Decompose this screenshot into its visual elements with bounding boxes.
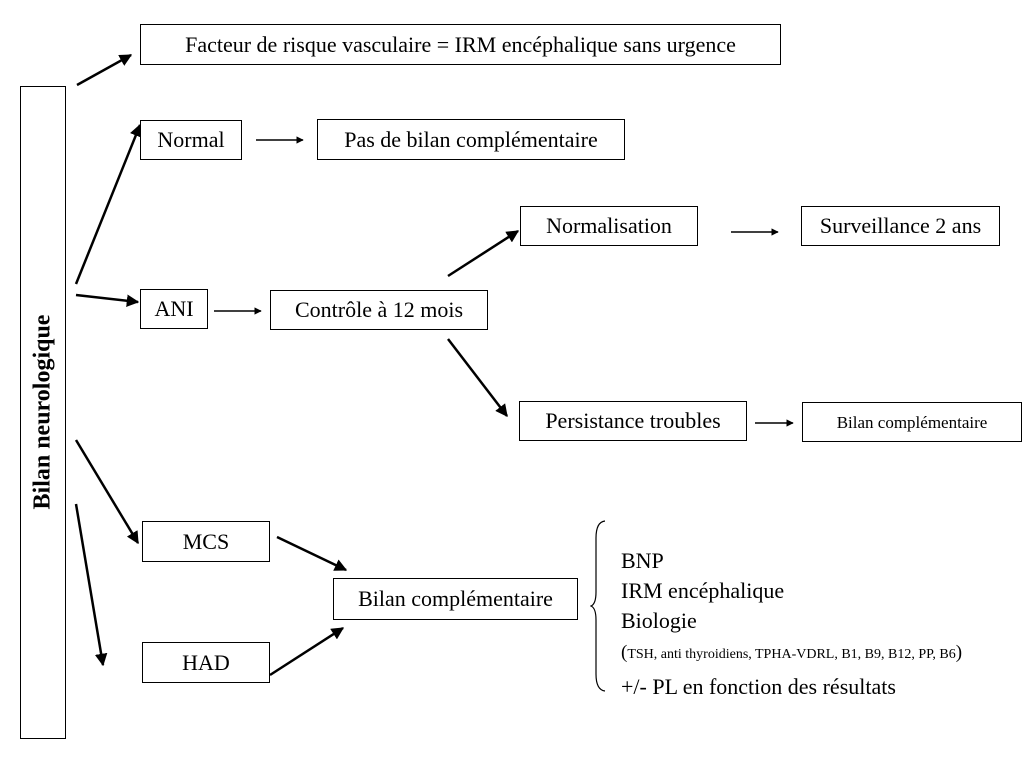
node-workup: Bilan complémentaire	[333, 578, 578, 620]
arrow-root-to-vascular	[76, 53, 133, 87]
arrow-control-to-persistence	[447, 338, 508, 417]
node-surveillance-2-years: Surveillance 2 ans	[801, 206, 1000, 246]
list-item-bnp: BNP	[621, 548, 664, 573]
list-brace	[590, 520, 606, 692]
node-workup-after-persistence: Bilan complémentaire	[802, 402, 1022, 442]
detail-open-paren: (	[621, 642, 628, 663]
node-vascular-risk: Facteur de risque vasculaire = IRM encép…	[140, 24, 781, 65]
list-item-biology: Biologie	[621, 608, 697, 633]
list-item-biology-detail: (TSH, anti thyroidiens, TPHA-VDRL, B1, B…	[621, 636, 1021, 672]
node-ani: ANI	[140, 289, 208, 329]
arrow-root-to-mcs	[74, 439, 140, 545]
list-item-pl-note: +/- PL en fonction des résultats	[621, 674, 896, 699]
arrow-root-to-normal	[74, 123, 142, 285]
arrow-root-to-ani	[75, 293, 140, 307]
node-normal: Normal	[140, 120, 242, 160]
node-control-12-months: Contrôle à 12 mois	[270, 290, 488, 330]
detail-text: TSH, anti thyroidiens, TPHA-VDRL, B1, B9…	[627, 647, 956, 662]
node-no-workup: Pas de bilan complémentaire	[317, 119, 625, 160]
node-persistence-troubles: Persistance troubles	[519, 401, 747, 441]
root-node-box	[20, 86, 66, 739]
arrow-had-to-workup	[269, 626, 345, 677]
node-normalisation: Normalisation	[520, 206, 698, 246]
detail-close-paren: )	[955, 642, 963, 663]
arrow-root-to-had	[74, 503, 108, 667]
list-item-brain-mri: IRM encéphalique	[621, 578, 785, 603]
node-mcs: MCS	[142, 521, 270, 562]
arrow-mcs-to-workup	[276, 535, 348, 572]
workup-details-list: BNP IRM encéphalique Biologie (TSH, anti…	[621, 546, 1021, 702]
node-had: HAD	[142, 642, 270, 683]
arrow-control-to-normalisation	[447, 229, 520, 278]
root-node-label: Bilan neurologique	[29, 314, 56, 510]
